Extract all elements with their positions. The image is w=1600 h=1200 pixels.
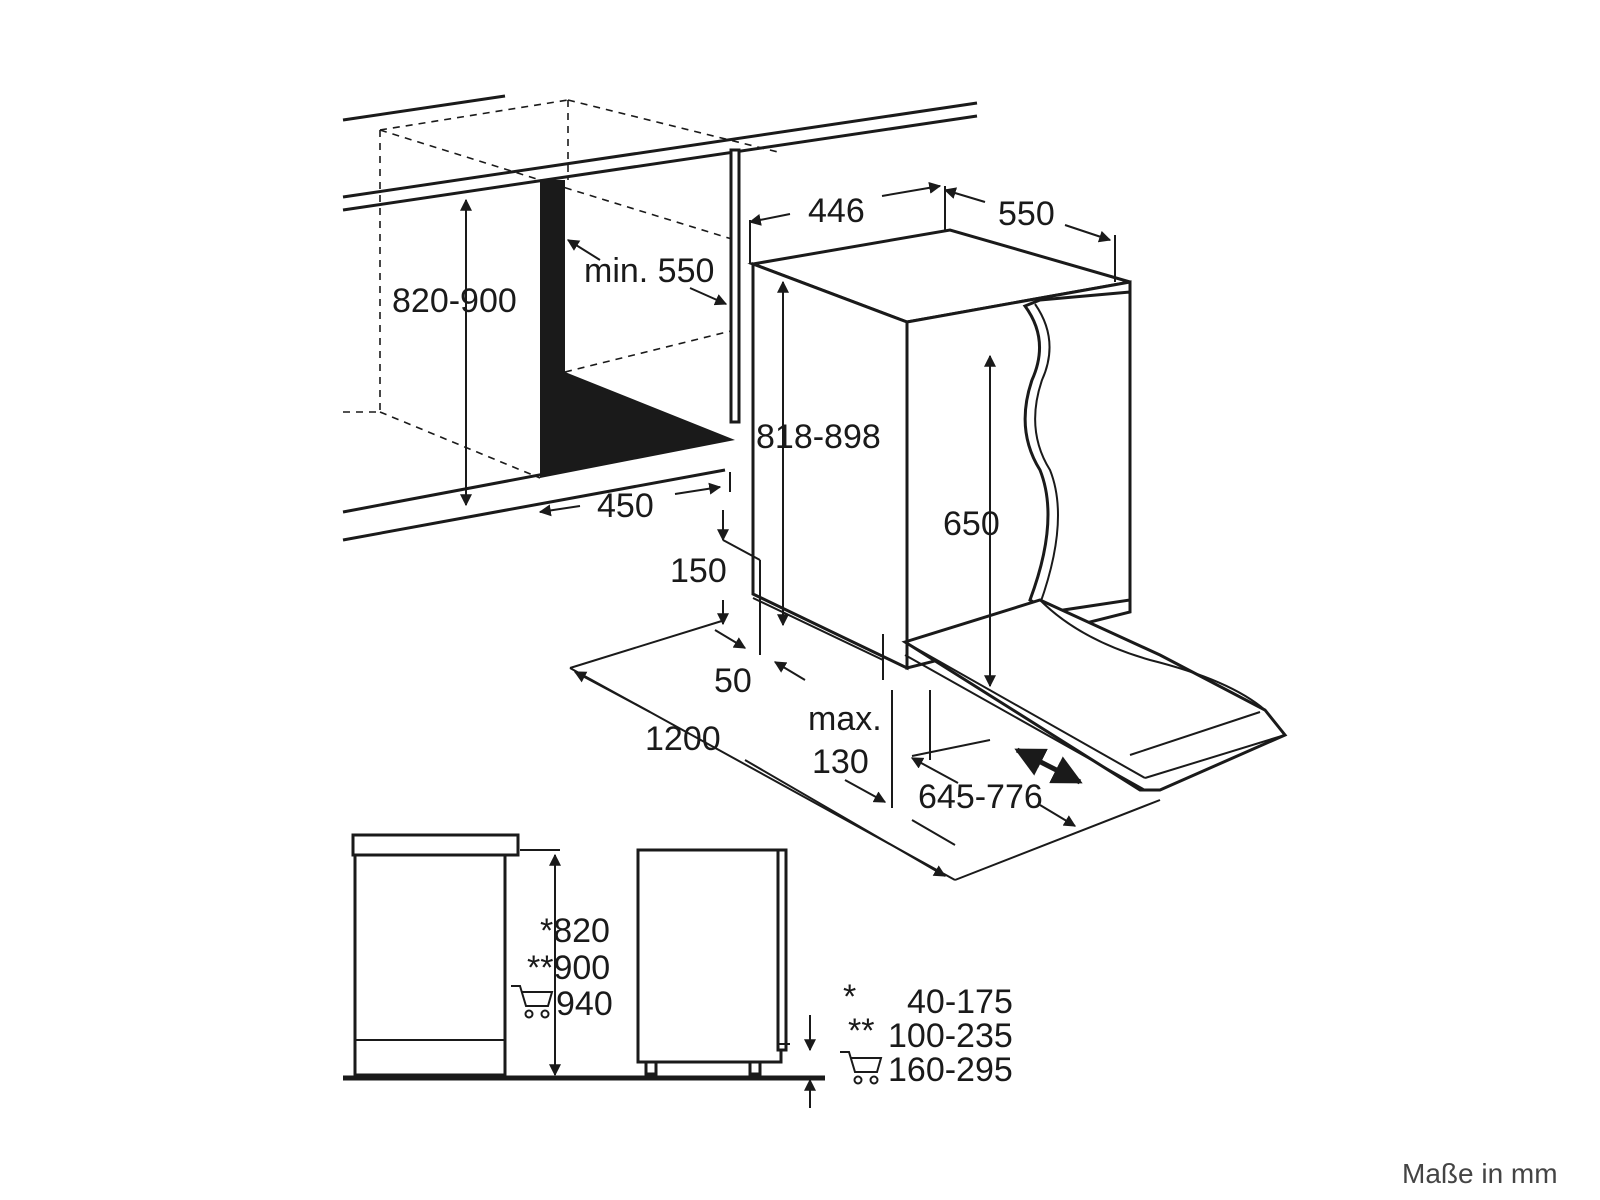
label-extension: 645-776 [918,778,1043,816]
label-plinth-gap: 150 [670,552,727,590]
label-height-star: *820 [540,912,610,950]
side-view-cabinet [343,833,825,1081]
side-view-dishwasher [636,848,816,1108]
plinth-row-2-mark: ** [848,1012,874,1050]
label-body-height: 818-898 [756,418,881,456]
footer-units-note: Maße in mm [1402,1158,1558,1189]
label-recess-height: 820-900 [392,282,517,320]
open-door [901,598,1288,792]
plinth-row-2-value: 100-235 [888,1017,1013,1055]
label-recess-width: 450 [597,487,654,525]
cart-icon [511,985,554,1019]
label-door-swing: 1200 [645,720,721,758]
label-body-width: 446 [808,192,865,230]
label-max-value: 130 [812,743,869,781]
label-height-double-star: **900 [527,949,610,987]
label-door-height: 650 [943,505,1000,543]
niche-back-wall [540,148,741,478]
dimension-lines [460,181,1161,881]
cart-icon [840,1051,883,1085]
plinth-row-3-value: 160-295 [888,1051,1013,1089]
plinth-row-1-value: 40-175 [907,983,1013,1021]
niche-outline [343,99,779,479]
label-min-depth: min. 550 [584,252,714,290]
plinth-row-1-mark: * [843,978,856,1016]
label-toe-gap: 50 [714,662,752,700]
door-panel [1022,290,1132,614]
label-body-depth: 550 [998,195,1055,233]
label-max: max. [808,700,882,738]
label-height-cart: 940 [556,985,613,1023]
